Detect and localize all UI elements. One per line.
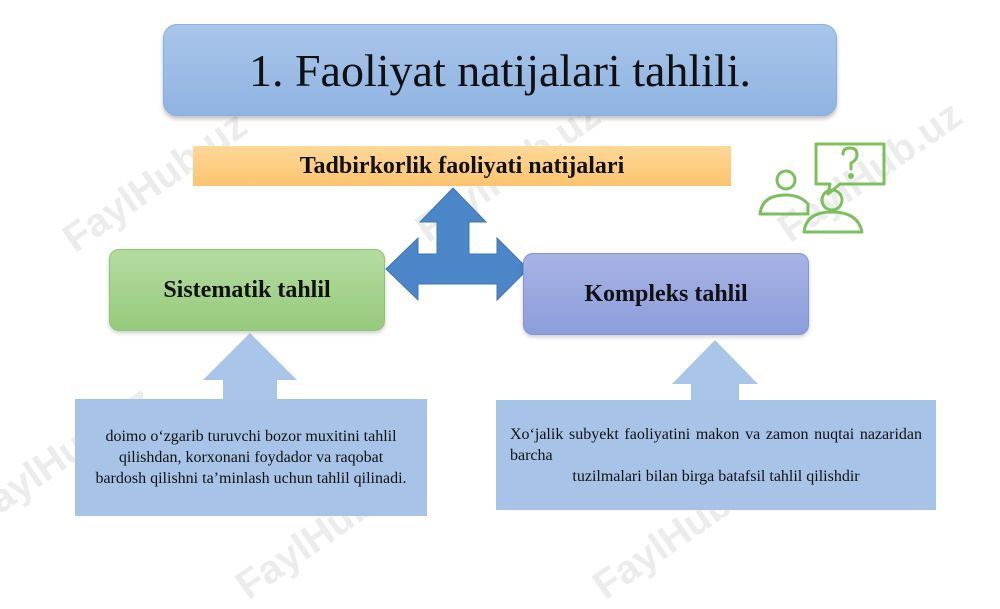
right-description-line1: Xo‘jalik subyekt faoliyatini makon va za… — [510, 425, 922, 464]
right-box-label: Kompleks tahlil — [584, 280, 748, 307]
left-description-text: doimo o‘zgarib turuvchi bozor muxitini t… — [95, 428, 407, 487]
left-box-label: Sistematik tahlil — [163, 276, 331, 303]
left-up-arrow — [203, 333, 297, 399]
arrows-layer — [203, 187, 758, 400]
question-chat-people-icon — [758, 142, 886, 234]
right-up-arrow — [672, 340, 758, 400]
left-description-box: doimo o‘zgarib turuvchi bozor muxitini t… — [75, 399, 427, 516]
right-description-line2: tuzilmalari bilan birga batafsil tahlil … — [572, 467, 860, 485]
right-description-box: Xo‘jalik subyekt faoliyatini makon va za… — [496, 400, 936, 510]
page-title: 1. Faoliyat natijalari tahlili. — [163, 24, 837, 116]
kompleks-tahlil-box: Kompleks tahlil — [523, 253, 809, 335]
three-way-arrow — [385, 187, 529, 302]
sistematik-tahlil-box: Sistematik tahlil — [109, 249, 385, 331]
subtitle-banner: Tadbirkorlik faoliyati natijalari — [193, 146, 731, 186]
